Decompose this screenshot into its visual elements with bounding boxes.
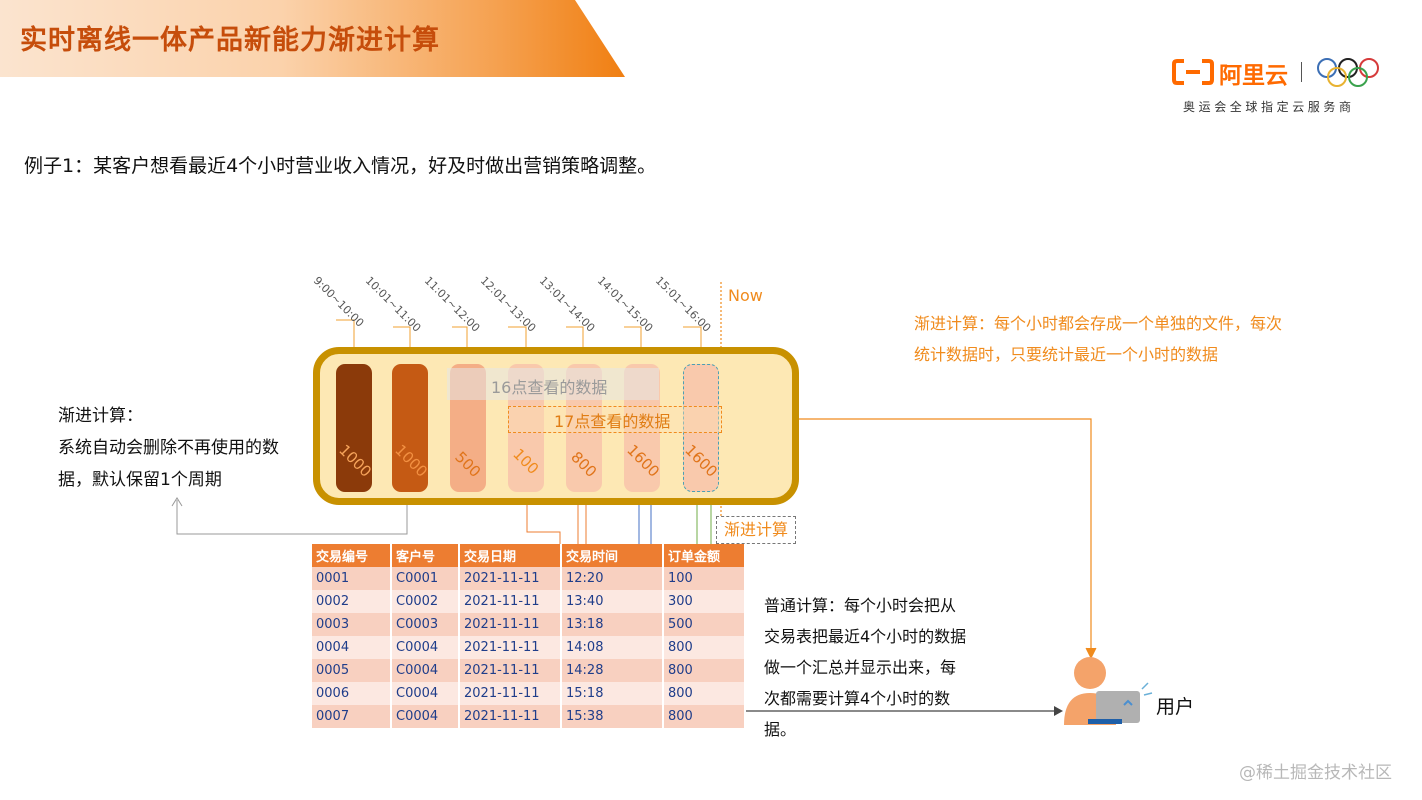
table-cell: 0002: [312, 590, 392, 613]
table-cell: 13:18: [561, 613, 664, 636]
column-header: 交易时间: [561, 544, 664, 567]
table-cell: 15:18: [561, 682, 664, 705]
table-cell: 800: [663, 636, 746, 659]
column-header: 交易编号: [312, 544, 392, 567]
mid-note-line: 据。: [764, 720, 797, 739]
table-cell: 13:40: [561, 590, 664, 613]
user-icon: [1064, 657, 1153, 725]
now-label: Now: [728, 286, 763, 305]
mid-note-line: 交易表把最近4个小时的数据: [764, 627, 967, 646]
mid-note-line: 次都需要计算4个小时的数: [764, 689, 951, 708]
logo-subtitle: 奥运会全球指定云服务商: [1183, 100, 1355, 114]
aliyun-logo-icon: [1172, 59, 1214, 85]
table-cell: 2021-11-11: [459, 567, 562, 590]
table-cell: 14:28: [561, 659, 664, 682]
table-cell: 14:08: [561, 636, 664, 659]
mid-note-line: 做一个汇总并显示出来，每: [764, 658, 957, 677]
table-cell: 15:38: [561, 705, 664, 728]
window-16-label: 16点查看的数据: [491, 378, 608, 397]
window-16-box: [447, 368, 659, 400]
left-note-line: 据，默认保留1个周期: [58, 470, 222, 490]
hour-bar: [392, 364, 428, 492]
table-cell: 2021-11-11: [459, 636, 562, 659]
table-cell: 0001: [312, 567, 392, 590]
hour-bar: [336, 364, 372, 492]
user-label: 用户: [1156, 696, 1195, 718]
table-cell: 300: [663, 590, 746, 613]
right-note-line: 统计数据时，只要统计最近一个小时的数据: [914, 345, 1219, 364]
right-note: 渐进计算：每个小时都会存成一个单独的文件，每次 统计数据时，只要统计最近一个小时…: [914, 308, 1334, 370]
column-header: 客户号: [391, 544, 460, 567]
table-cell: 2021-11-11: [459, 613, 562, 636]
table-cell: 0004: [312, 636, 392, 659]
table-cell: C0001: [391, 567, 460, 590]
table-cell: 100: [663, 567, 746, 590]
page-title: 实时离线一体产品新能力渐进计算: [20, 25, 440, 56]
table-cell: C0004: [391, 705, 460, 728]
table-cell: 500: [663, 613, 746, 636]
table-cell: C0003: [391, 613, 460, 636]
watermark: @稀土掘金技术社区: [1239, 763, 1392, 783]
table-cell: 800: [663, 682, 746, 705]
table-cell: 800: [663, 659, 746, 682]
mid-note: 普通计算：每个小时会把从 交易表把最近4个小时的数据 做一个汇总并显示出来，每 …: [764, 590, 994, 745]
table-cell: 12:20: [561, 567, 664, 590]
table-cell: 2021-11-11: [459, 659, 562, 682]
table-header-row: 交易编号 客户号 交易日期 交易时间 订单金额: [312, 544, 746, 567]
mid-note-line: 普通计算：每个小时会把从: [764, 596, 957, 615]
table-cell: 0006: [312, 682, 392, 705]
table-cell: C0002: [391, 590, 460, 613]
logo-divider: [1301, 62, 1302, 82]
table-cell: 2021-11-11: [459, 682, 562, 705]
hour-bar: [683, 364, 719, 492]
intro-text: 例子1：某客户想看最近4个小时营业收入情况，好及时做出营销策略调整。: [24, 155, 657, 177]
table-cell: 800: [663, 705, 746, 728]
table-cell: C0004: [391, 682, 460, 705]
title-banner: [0, 0, 625, 77]
table-cell: 2021-11-11: [459, 590, 562, 613]
column-header: 交易日期: [459, 544, 562, 567]
table-cell: 2021-11-11: [459, 705, 562, 728]
olympic-rings-icon: [1317, 58, 1379, 87]
table-cell: 0007: [312, 705, 392, 728]
window-17-label: 17点查看的数据: [554, 412, 671, 431]
table-cell: 0003: [312, 613, 392, 636]
table-cell: 0005: [312, 659, 392, 682]
left-note-line: 系统自动会删除不再使用的数: [58, 438, 279, 458]
incremental-tag: 渐进计算: [716, 516, 796, 544]
window-17-box: [508, 406, 722, 433]
left-note-line: 渐进计算：: [58, 406, 143, 426]
left-note: 渐进计算： 系统自动会删除不再使用的数 据，默认保留1个周期: [58, 400, 298, 496]
table-cell: C0004: [391, 636, 460, 659]
right-note-line: 渐进计算：每个小时都会存成一个单独的文件，每次: [914, 314, 1283, 333]
table-cell: C0004: [391, 659, 460, 682]
column-header: 订单金额: [663, 544, 746, 567]
logo-text: 阿里云: [1219, 63, 1288, 89]
